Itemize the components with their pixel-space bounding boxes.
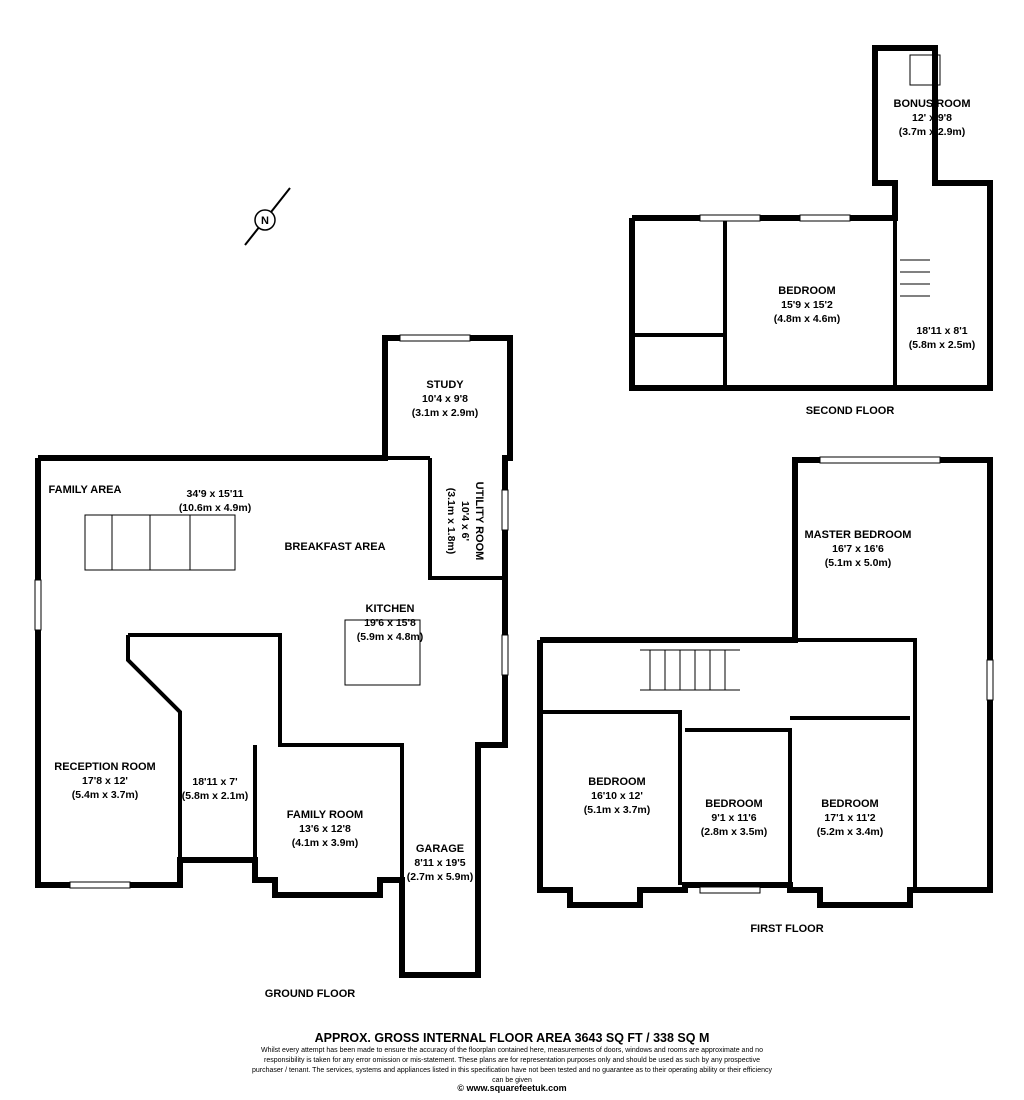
- first-floor-walls: [537, 457, 993, 908]
- floor-area-summary: APPROX. GROSS INTERNAL FLOOR AREA 3643 S…: [314, 1031, 710, 1045]
- first-floor-label: FIRST FLOOR: [750, 923, 824, 935]
- room-family-area: FAMILY AREA: [48, 484, 122, 496]
- room-landing-second: 18'11 x 8'1(5.8m x 2.5m): [908, 325, 976, 351]
- room-breakfast-area: BREAKFAST AREA: [284, 541, 386, 553]
- second-floor-walls: [629, 45, 993, 391]
- ground-floor-label: GROUND FLOOR: [264, 988, 356, 1000]
- compass-icon: N: [244, 187, 291, 246]
- ground-floor-inner-walls: [126, 635, 182, 860]
- second-floor-label: SECOND FLOOR: [805, 405, 895, 417]
- room-open-plan: 34'9 x 15'11(10.6m x 4.9m): [178, 488, 252, 514]
- svg-text:N: N: [261, 215, 269, 227]
- disclaimer: Whilst every attempt has been made to en…: [252, 1047, 772, 1084]
- copyright: © www.squarefeetuk.com: [457, 1083, 567, 1093]
- staircase-icon: [640, 259, 930, 691]
- room-hall: 18'11 x 7'(5.8m x 2.1m): [181, 776, 249, 802]
